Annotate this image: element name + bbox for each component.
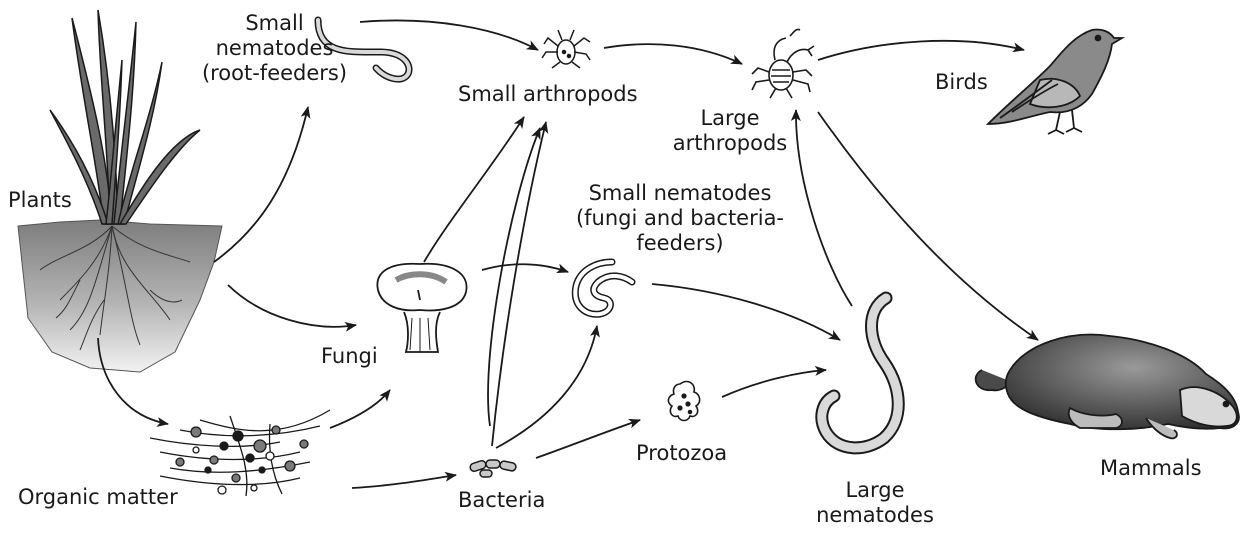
mole-icon (976, 335, 1239, 439)
fungi-icon (377, 264, 466, 352)
arrow-organic-matter-to-fungi (330, 390, 390, 428)
label-mammals: Mammals (1100, 456, 1202, 481)
bird-icon (988, 29, 1122, 134)
arrow-root-nematodes-to-small-arthropods (360, 20, 538, 50)
arrow-bacteria-to-small-arthropods-1 (492, 122, 546, 446)
label-protozoa: Protozoa (636, 441, 727, 466)
arrow-fungi-to-fb-nematodes (482, 264, 568, 272)
protozoa-icon (668, 382, 699, 421)
arrow-organic-matter-to-bacteria (352, 475, 456, 488)
label-fungi: Fungi (321, 344, 378, 369)
arrow-large-arthropods-to-birds (818, 41, 1024, 60)
arrow-bacteria-to-fb-nematodes (496, 326, 597, 448)
label-small-nematodes-root-feeders: Small nematodes (root-feeders) (192, 11, 357, 86)
arrow-protozoa-to-large-nematodes (722, 370, 826, 397)
bacteria-icon (469, 460, 517, 477)
label-large-arthropods: Large arthropods (665, 106, 795, 156)
large-arthropod-icon (752, 29, 814, 98)
arrow-plants-to-root-nematodes (214, 107, 308, 262)
label-small-nematodes-fungi-bacteria-feeders: Small nematodes (fungi and bacteria- fee… (545, 181, 815, 256)
label-bacteria: Bacteria (458, 488, 545, 513)
arrow-fb-nematodes-to-large-nematodes (652, 284, 840, 340)
soil-block (18, 220, 222, 372)
label-small-arthropods: Small arthropods (458, 82, 638, 107)
label-birds: Birds (935, 70, 988, 95)
label-plants: Plants (8, 188, 72, 213)
label-large-nematodes: Large nematodes (800, 478, 950, 528)
arrow-fungi-to-small-arthropods (424, 117, 524, 262)
label-organic-matter: Organic matter (18, 485, 178, 510)
arrow-plants-to-fungi (228, 285, 356, 327)
large-nematode-icon (822, 298, 898, 448)
small-arthropod-icon (542, 30, 590, 68)
organic-matter-icon (150, 410, 330, 496)
arrow-bacteria-to-protozoa (536, 420, 640, 458)
arrow-small-arthropods-to-large-arthropods (604, 44, 742, 64)
fungi-bacteria-nematode-icon (575, 262, 632, 314)
